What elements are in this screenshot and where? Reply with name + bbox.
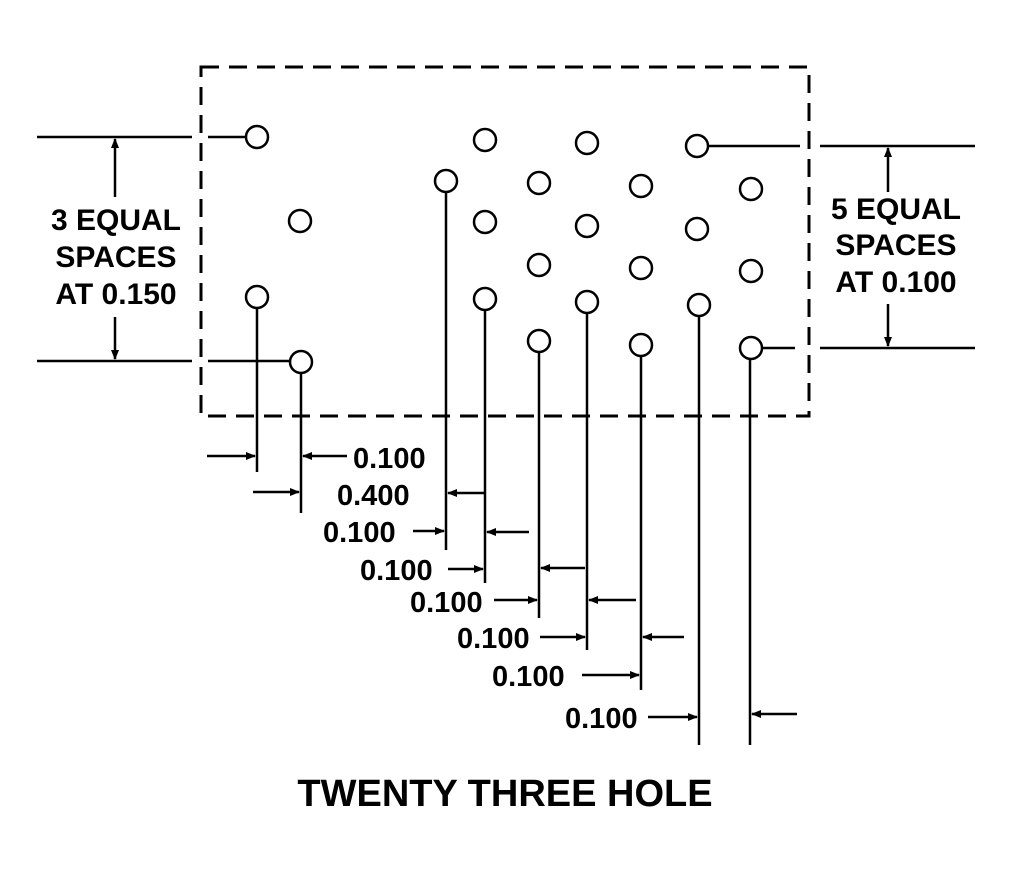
hole [738, 258, 764, 284]
hole [628, 173, 654, 199]
hole [526, 252, 552, 278]
dimension-label: 0.100 [457, 623, 530, 655]
hole [574, 213, 600, 239]
hole [684, 216, 710, 242]
leader-lines [37, 135, 975, 745]
dimension-label: 0.100 [492, 661, 565, 693]
hole [433, 168, 459, 194]
right-note-line-1: 5 EQUAL [831, 193, 961, 226]
hole [244, 284, 270, 310]
hole [288, 349, 314, 375]
dimension-label: 0.100 [565, 703, 638, 735]
hole [628, 332, 654, 358]
left-note-line-1: 3 EQUAL [51, 204, 181, 237]
hole [686, 292, 712, 318]
part-outline [199, 65, 811, 418]
hole [287, 208, 313, 234]
right-note-line-2: SPACES [835, 229, 956, 262]
hole [684, 133, 710, 159]
left-note-line-2: SPACES [55, 241, 176, 274]
hole [472, 209, 498, 235]
right-note-line-3: AT 0.100 [835, 266, 956, 299]
dimension-label: 0.400 [337, 480, 410, 512]
hole [244, 124, 270, 150]
hole [472, 286, 498, 312]
dimension-arrows [111, 138, 892, 721]
dimension-label: 0.100 [410, 587, 483, 619]
dimension-label: 0.100 [323, 517, 396, 549]
dimension-label: 0.100 [360, 555, 433, 587]
left-note-line-3: AT 0.150 [55, 278, 176, 311]
hole [738, 335, 764, 361]
hole [526, 328, 552, 354]
hole [574, 130, 600, 156]
hole [472, 127, 498, 153]
hole [738, 176, 764, 202]
drawing-title: TWENTY THREE HOLE [297, 773, 712, 815]
holes [244, 124, 764, 375]
hole [574, 289, 600, 315]
hole [526, 170, 552, 196]
hole [628, 255, 654, 281]
dimension-label: 0.100 [353, 443, 426, 475]
